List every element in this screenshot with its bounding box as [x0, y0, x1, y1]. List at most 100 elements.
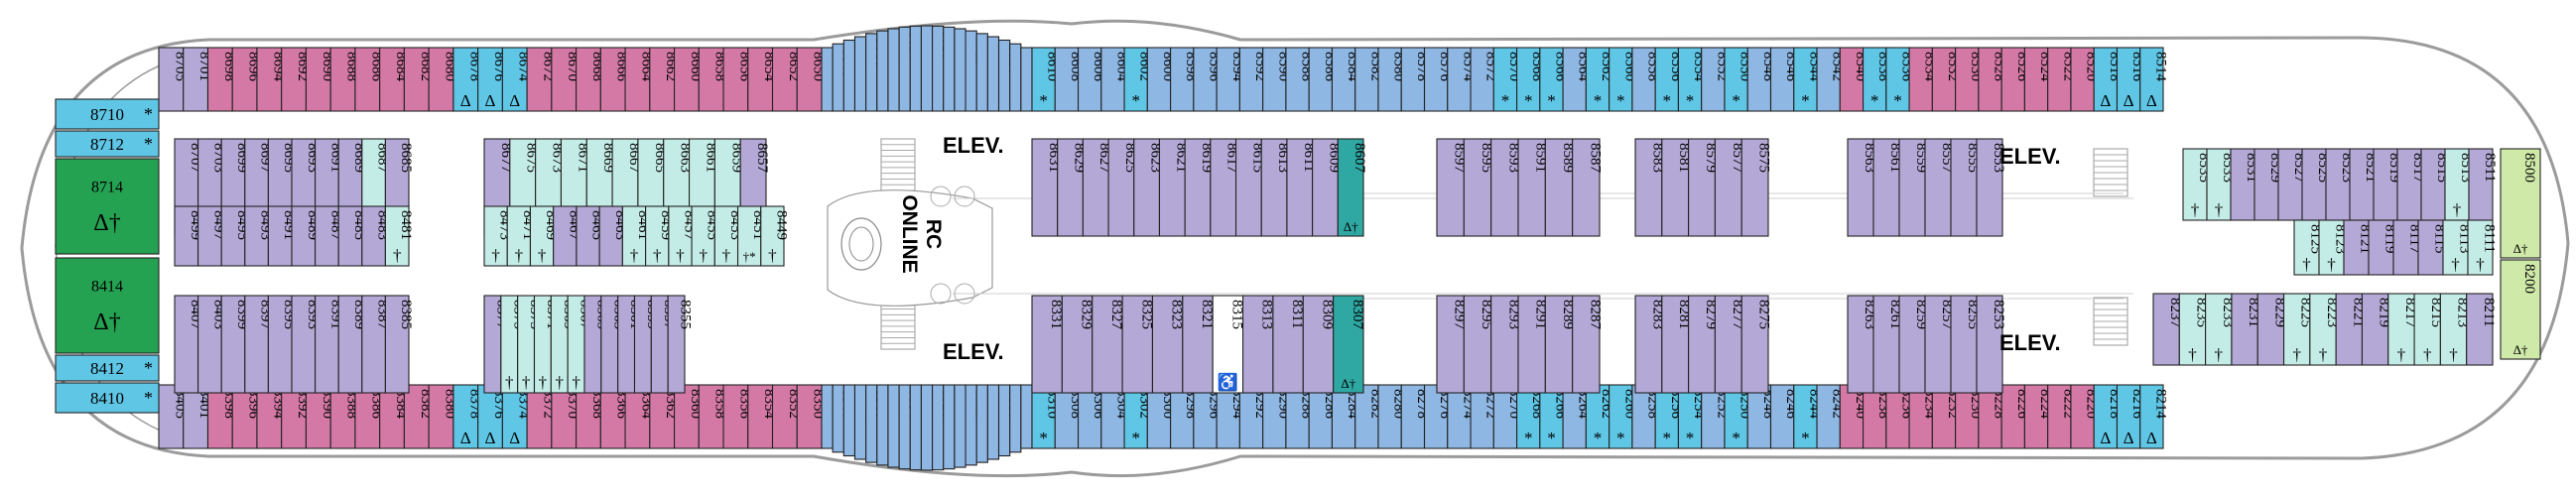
cabin-8331[interactable]: 8331 — [1031, 295, 1064, 394]
cabin-8553[interactable]: 8553 — [1976, 138, 2006, 237]
cabin-8395[interactable]: 8395 — [267, 295, 297, 394]
cabin-8555[interactable]: 8555 — [1950, 138, 1981, 237]
cabin-8277[interactable]: 8277 — [1714, 295, 1745, 394]
cabin-8281[interactable]: 8281 — [1661, 295, 1692, 394]
cabin-8698[interactable]: 8698 — [206, 47, 237, 112]
cabin-8481[interactable]: 8481† — [384, 205, 414, 267]
cabin-8595[interactable]: 8595 — [1463, 138, 1494, 237]
cabin-8233[interactable]: 8233† — [2205, 293, 2236, 366]
cabin-8615[interactable]: 8615 — [1234, 138, 1266, 237]
cabin-8529[interactable]: 8529 — [2254, 148, 2283, 221]
cabin-8213[interactable]: 8213† — [2439, 293, 2471, 366]
cabin-8511[interactable]: 8511 — [2468, 148, 2498, 221]
cabin-8321[interactable]: 8321 — [1182, 295, 1215, 394]
cabin-8559[interactable]: 8559 — [1898, 138, 1929, 237]
cabin-8279[interactable]: 8279 — [1688, 295, 1719, 394]
cabin-8297[interactable]: 8297 — [1436, 295, 1468, 394]
cabin-8540[interactable]: 8540 — [1839, 47, 1868, 112]
cabin-8325[interactable]: 8325 — [1121, 295, 1154, 394]
cabin-8217[interactable]: 8217† — [2387, 293, 2418, 366]
cabin-8289[interactable]: 8289 — [1544, 295, 1576, 394]
cabin-8684[interactable]: 8684 — [379, 47, 409, 112]
cabin-8410[interactable]: 8410* — [55, 382, 160, 414]
cabin-8597[interactable]: 8597 — [1436, 138, 1468, 237]
cabin-8229[interactable]: 8229 — [2256, 293, 2287, 366]
cabin-8327[interactable]: 8327 — [1092, 295, 1124, 394]
cabin-8219[interactable]: 8219 — [2361, 293, 2392, 366]
cabin-symbol: † — [539, 373, 548, 392]
cabin-8617[interactable]: 8617 — [1210, 138, 1240, 237]
cabin-8221[interactable]: 8221 — [2335, 293, 2366, 366]
cabin-8291[interactable]: 8291 — [1517, 295, 1549, 394]
cabin-8352[interactable]: 8352 — [771, 384, 802, 449]
cabin-8461[interactable]: 8461† — [621, 205, 651, 267]
cabin-8323[interactable]: 8323 — [1151, 295, 1185, 394]
cabin-8575[interactable]: 8575 — [1740, 138, 1772, 237]
cabin-8235[interactable]: 8235† — [2178, 293, 2209, 366]
cabin-8670[interactable]: 8670 — [551, 47, 580, 112]
cabin-8600[interactable]: 8600 — [1146, 47, 1176, 112]
cabin-8253[interactable]: 8253 — [1976, 295, 2006, 394]
cabin-8517[interactable]: 8517 — [2396, 148, 2426, 221]
cabin-8275[interactable]: 8275 — [1740, 295, 1772, 394]
cabin-8513[interactable]: 8513† — [2444, 148, 2474, 221]
cabin-8355[interactable]: 8355 — [667, 295, 694, 394]
cabin-8453[interactable]: 8453† — [713, 205, 743, 267]
cabin-8593[interactable]: 8593 — [1490, 138, 1522, 237]
cabin-8225[interactable]: 8225† — [2282, 293, 2314, 366]
cabin-8710[interactable]: 8710* — [55, 98, 160, 130]
cabin-8385[interactable]: 8385 — [384, 295, 414, 394]
cabin-8329[interactable]: 8329 — [1061, 295, 1095, 394]
cabin-8405[interactable]: 8405 — [158, 384, 188, 449]
cabin-8631[interactable]: 8631 — [1031, 138, 1062, 237]
cabin-8579[interactable]: 8579 — [1688, 138, 1719, 237]
cabin-8309[interactable]: 8309 — [1302, 295, 1335, 394]
cabin-8625[interactable]: 8625 — [1107, 138, 1138, 237]
cabin-8686[interactable]: 8686 — [354, 47, 384, 112]
cabin-8589[interactable]: 8589 — [1544, 138, 1576, 237]
cabin-8449[interactable]: 8449† — [760, 205, 790, 267]
cabin-8467[interactable]: 8467 — [553, 205, 582, 267]
cabin-8215[interactable]: 8215† — [2413, 293, 2444, 366]
cabin-8577[interactable]: 8577 — [1714, 138, 1745, 237]
cabin-8587[interactable]: 8587 — [1572, 138, 1604, 237]
cabin-8463[interactable]: 8463 — [598, 205, 628, 267]
cabin-8295[interactable]: 8295 — [1463, 295, 1494, 394]
cabin-8499[interactable]: 8499 — [174, 205, 203, 267]
cabin-8658[interactable]: 8658 — [698, 47, 728, 112]
cabin-8412[interactable]: 8412* — [55, 354, 160, 382]
cabin-8311[interactable]: 8311 — [1272, 295, 1305, 394]
cabin-8535[interactable]: 8535† — [2182, 148, 2212, 221]
cabin-box — [1212, 295, 1244, 394]
cabin-8211[interactable]: 8211 — [2466, 293, 2497, 366]
cabin-8471[interactable]: 8471† — [506, 205, 536, 267]
cabin-8123[interactable]: 8123† — [2318, 219, 2349, 276]
cabin-box — [2178, 293, 2207, 366]
cabin-8287[interactable]: 8287 — [1572, 295, 1604, 394]
cabin-box — [2205, 293, 2233, 366]
cabin-8231[interactable]: 8231 — [2231, 293, 2261, 366]
cabin-8111[interactable]: 8111† — [2467, 219, 2498, 276]
cabin-8591[interactable]: 8591 — [1517, 138, 1549, 237]
cabin-8712[interactable]: 8712* — [55, 130, 160, 158]
cabin-8223[interactable]: 8223† — [2309, 293, 2340, 366]
cabin-8581[interactable]: 8581 — [1661, 138, 1692, 237]
cabin-8527[interactable]: 8527 — [2277, 148, 2307, 221]
cabin-8293[interactable]: 8293 — [1490, 295, 1522, 394]
cabin-8263[interactable]: 8263 — [1847, 295, 1877, 394]
cabin-8313[interactable]: 8313 — [1241, 295, 1275, 394]
cabin-8583[interactable]: 8583 — [1634, 138, 1665, 237]
cabin-8455[interactable]: 8455† — [691, 205, 720, 267]
cabin-8283[interactable]: 8283 — [1634, 295, 1665, 394]
cabin-8315[interactable]: 8315♿ — [1212, 295, 1244, 394]
cabin-8237[interactable]: 8237 — [2152, 293, 2183, 366]
